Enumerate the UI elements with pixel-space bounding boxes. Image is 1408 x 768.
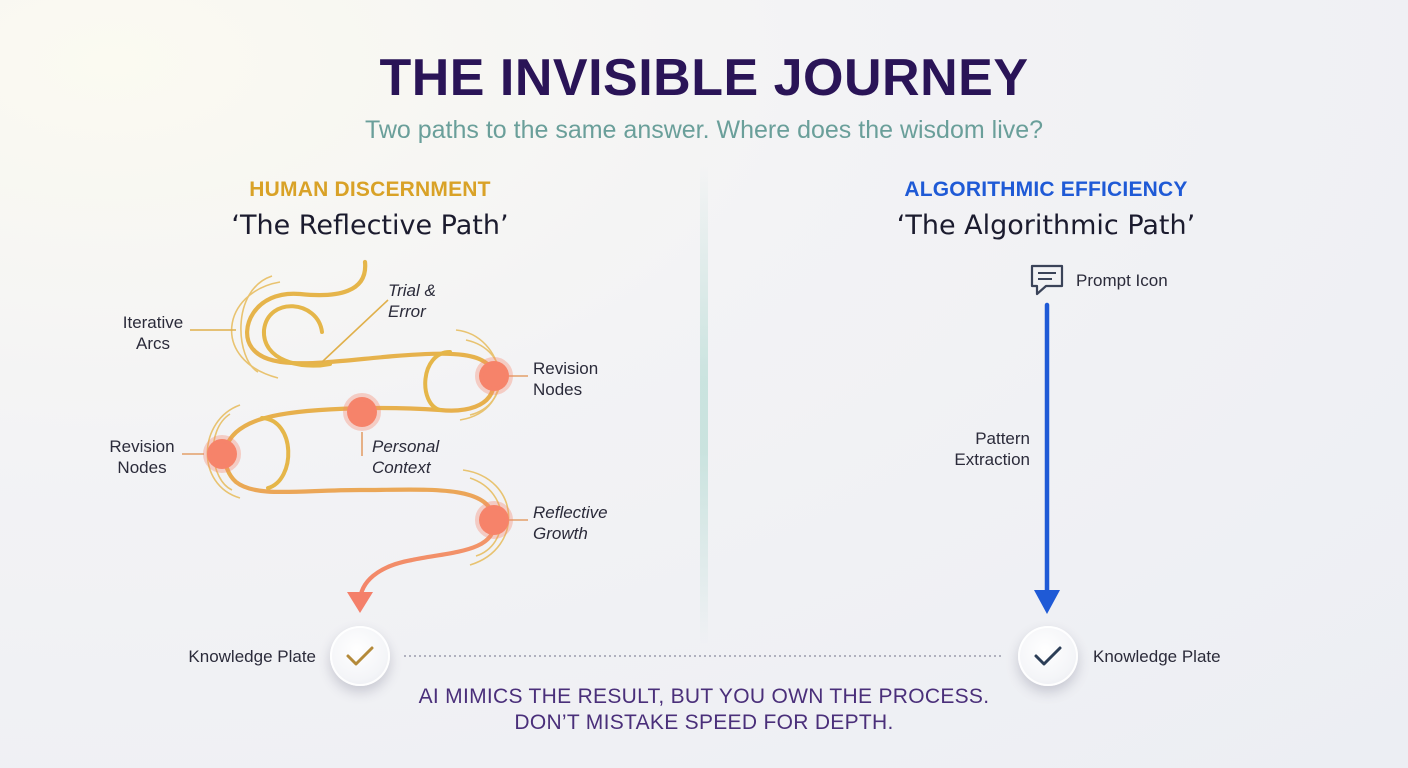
personal-context-node <box>343 393 381 431</box>
pattern-extraction-label: Pattern Extraction <box>954 429 1030 469</box>
page-subtitle: Two paths to the same answer. Where does… <box>364 116 1044 144</box>
check-icon <box>1034 646 1062 666</box>
label-personal-context: Personal Context <box>372 437 440 477</box>
reflective-growth-node <box>475 501 513 539</box>
footer-message: AI MIMICS THE RESULT, BUT YOU OWN THE PR… <box>0 684 1408 736</box>
right-heading: ALGORITHMIC EFFICIENCY <box>904 178 1188 201</box>
algorithmic-arrowhead <box>1034 590 1060 614</box>
right-knowledge-plate <box>1018 626 1078 686</box>
footer-line-2: DON’T MISTAKE SPEED FOR DEPTH. <box>514 711 894 734</box>
page-title: THE INVISIBLE JOURNEY <box>379 49 1029 107</box>
label-trial-error: Trial & Error <box>388 281 436 321</box>
right-path-name: ‘The Algorithmic Path’ <box>896 210 1196 241</box>
revision-node-left <box>203 435 241 473</box>
reflective-arrowhead <box>347 592 373 613</box>
inner-loop-left <box>260 416 291 490</box>
left-heading: HUMAN DISCERNMENT <box>249 178 491 201</box>
label-revision-nodes-right: Revision Nodes <box>533 359 599 399</box>
label-revision-nodes-left: Revision Nodes <box>109 437 175 477</box>
prompt-label: Prompt Icon <box>1076 271 1168 290</box>
label-reflective-growth: Reflective Growth <box>533 503 608 543</box>
footer-line-1: AI MIMICS THE RESULT, BUT YOU OWN THE PR… <box>418 685 990 708</box>
left-knowledge-plate <box>330 626 390 686</box>
left-path-name: ‘The Reflective Path’ <box>231 210 509 241</box>
trial-error-leader <box>321 299 389 363</box>
label-iterative-arcs: Iterative Arcs <box>122 313 184 353</box>
prompt-icon <box>1028 262 1066 298</box>
check-icon <box>346 646 374 666</box>
inner-loop-top <box>261 304 332 368</box>
left-plate-label: Knowledge Plate <box>188 647 316 666</box>
inner-loop-right <box>423 350 452 412</box>
center-divider <box>700 165 708 645</box>
right-plate-label: Knowledge Plate <box>1093 647 1221 666</box>
revision-node-right <box>475 357 513 395</box>
